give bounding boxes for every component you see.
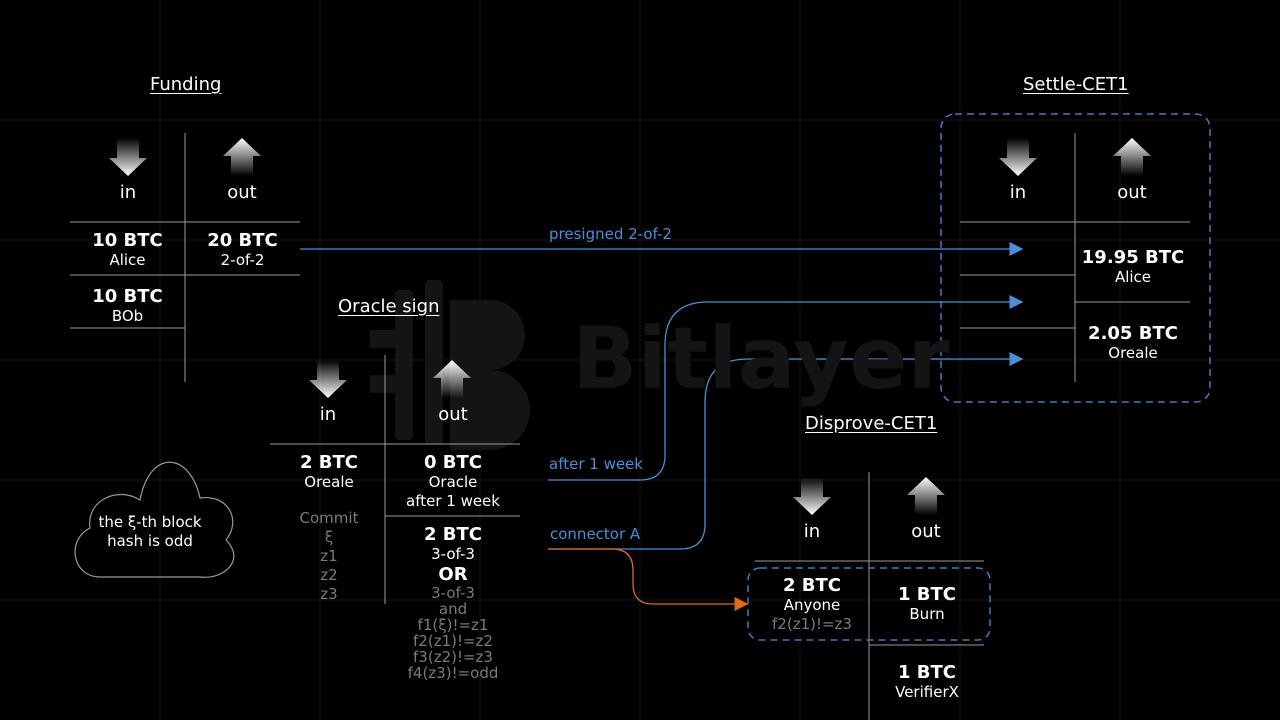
connector-a-blue-edge [548, 352, 1024, 550]
note: f1(ξ)!=z1 [417, 616, 489, 634]
amount: 1 BTC [898, 662, 956, 683]
disprove-input: 2 BTC Anyone f2(z1)!=z3 [757, 575, 867, 634]
owner: 2-of-2 [220, 251, 265, 269]
settle-dashed-box [940, 113, 1211, 403]
in-arrow-icon [309, 360, 347, 398]
settle-out-label: out [1117, 182, 1147, 203]
note: ξ [324, 528, 334, 546]
funding-in-label: in [119, 182, 137, 203]
watermark-label: Bitlayer [572, 309, 950, 409]
disprove-table-lines [755, 472, 984, 720]
note: Commit [299, 509, 359, 527]
owner: Oreale [304, 473, 354, 491]
after-week-edge [548, 295, 1024, 481]
settle-cet1-title: Settle-CET1 [1023, 74, 1129, 95]
amount: 1 BTC [898, 584, 956, 605]
in-arrow-icon [999, 138, 1037, 176]
after-week-edge-label: after 1 week [549, 455, 643, 473]
or-label: OR [438, 564, 468, 585]
note: f4(z3)!=odd [407, 664, 499, 682]
settle-in-label: in [1009, 182, 1027, 203]
amount: 0 BTC [424, 452, 482, 473]
funding-input-bob: 10 BTC BOb [75, 286, 180, 326]
note: z1 [320, 547, 338, 565]
funding-out-label: out [227, 182, 257, 203]
condition: after 1 week [406, 492, 500, 510]
cloud-line: hash is odd [107, 532, 193, 550]
out-arrow-icon [433, 360, 471, 398]
out-arrow-icon [1113, 138, 1151, 176]
owner: Alice [109, 251, 146, 269]
cloud-text: the ξ-th block hash is odd [90, 513, 210, 551]
amount: 2.05 BTC [1088, 323, 1178, 344]
amount: 10 BTC [92, 230, 163, 251]
owner: 3-of-3 [431, 545, 475, 563]
in-out-arrow-icons [109, 138, 1151, 515]
funding-title: Funding [150, 74, 222, 95]
amount: 2 BTC [783, 575, 841, 596]
oracle-output-2btc: 2 BTC 3-of-3 OR 3-of-3 and f1(ξ)!=z1 f2(… [388, 524, 518, 681]
note: z2 [320, 566, 338, 584]
presigned-edge-label: presigned 2-of-2 [549, 225, 672, 243]
bitlayer-logo-watermark [370, 280, 530, 450]
oracle-input: 2 BTC Oreale Commit ξ z1 z2 z3 [275, 452, 383, 604]
disprove-in-label: in [803, 521, 821, 542]
note: f3(z2)!=z3 [413, 648, 493, 666]
connector-a-edge-label: connector A [550, 525, 641, 543]
note: z3 [320, 585, 338, 603]
disprove-cet1-title: Disprove-CET1 [805, 413, 938, 434]
owner: VerifierX [895, 683, 959, 701]
note: and [438, 600, 468, 618]
condition: f2(z1)!=z3 [772, 615, 852, 633]
amount: 2 BTC [424, 524, 482, 545]
owner: BOb [111, 307, 144, 325]
in-arrow-icon [109, 138, 147, 176]
disprove-output-burn: 1 BTC Burn [872, 584, 982, 624]
oracle-table-lines [270, 355, 520, 604]
owner: Alice [1114, 268, 1152, 286]
oracle-out-label: out [438, 404, 468, 425]
amount: 10 BTC [92, 286, 163, 307]
out-arrow-icon [907, 477, 945, 515]
owner: Burn [909, 605, 945, 623]
in-arrow-icon [793, 477, 831, 515]
amount: 20 BTC [207, 230, 278, 251]
settle-table-lines [960, 133, 1190, 382]
funding-input-alice: 10 BTC Alice [75, 230, 180, 270]
oracle-sign-title: Oracle sign [338, 296, 440, 317]
amount: 2 BTC [300, 452, 358, 473]
note: 3-of-3 [431, 584, 475, 602]
disprove-output-verifierx: 1 BTC VerifierX [872, 662, 982, 702]
connector-a-orange-edge [548, 548, 749, 611]
out-arrow-icon [223, 138, 261, 176]
amount: 19.95 BTC [1081, 247, 1185, 268]
owner: Oracle [428, 473, 478, 491]
settle-output-oreale: 2.05 BTC Oreale [1078, 323, 1188, 363]
oracle-in-label: in [319, 404, 337, 425]
cloud-line: the ξ-th block [98, 513, 202, 531]
settle-output-alice: 19.95 BTC Alice [1078, 247, 1188, 287]
owner: Anyone [783, 596, 841, 614]
oracle-output-0btc: 0 BTC Oracle after 1 week [388, 452, 518, 511]
owner: Oreale [1108, 344, 1158, 362]
cloud-shape [74, 461, 235, 578]
disprove-out-label: out [911, 521, 941, 542]
funding-output-2of2: 20 BTC 2-of-2 [190, 230, 295, 270]
funding-table-lines [70, 133, 300, 382]
note: f2(z1)!=z2 [413, 632, 493, 650]
